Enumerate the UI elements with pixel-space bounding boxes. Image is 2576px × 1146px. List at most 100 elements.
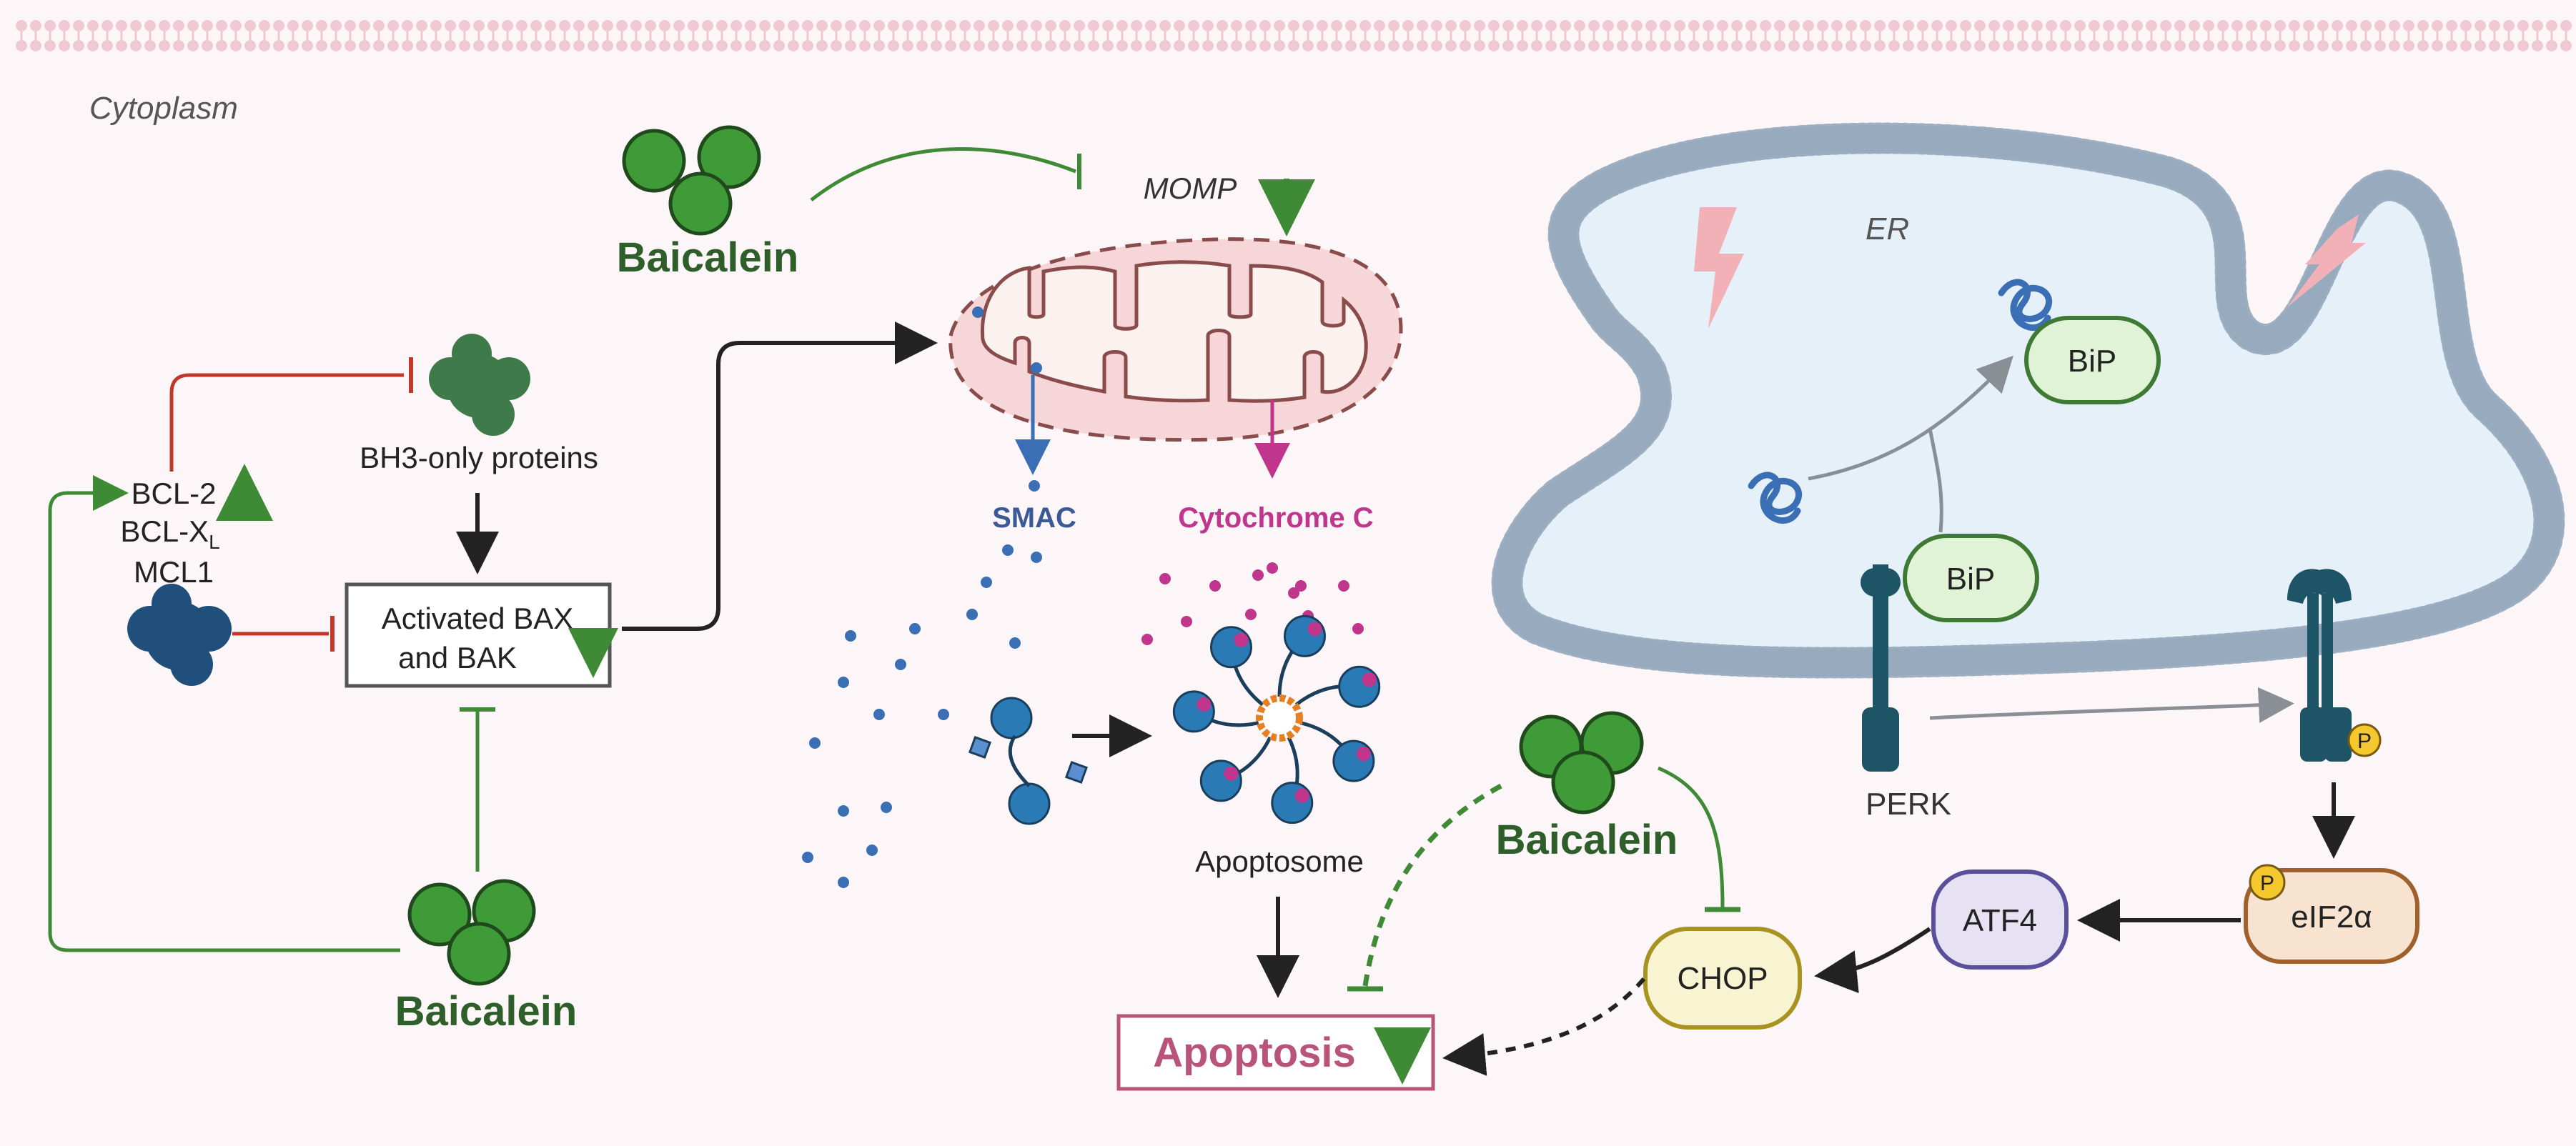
- bound-cytochrome: [1362, 672, 1377, 687]
- baicalein-molecule-top: [622, 125, 761, 236]
- apoptosome-label: Apoptosome: [1195, 844, 1364, 878]
- perk-to-dimer-arrow: [1929, 687, 2294, 723]
- eif2a-node: [2244, 868, 2419, 964]
- perk-receptor: [1861, 568, 1901, 597]
- bound-cytochrome: [1356, 747, 1371, 762]
- plasma-membrane: [14, 0, 2573, 71]
- phospho-label: P: [2357, 729, 2372, 753]
- bip-free-label: BiP: [2068, 344, 2116, 379]
- bcl2-inhibits-bh3: [169, 373, 404, 472]
- bound-cytochrome: [1294, 788, 1309, 803]
- bcl2-label: BCL-2: [131, 477, 216, 510]
- caspase-ring: [1256, 694, 1303, 742]
- cytochrome-particle: [1295, 580, 1307, 592]
- smac-particle: [966, 609, 978, 620]
- smac-particle: [1031, 552, 1042, 563]
- cytochrome-particle: [1288, 587, 1299, 599]
- bcl2-protein-icon: [127, 584, 232, 686]
- smac-particle: [909, 623, 921, 634]
- cytochrome-particle: [1159, 573, 1171, 584]
- bh3-protein-icon: [429, 334, 530, 436]
- smac-particle: [809, 737, 821, 749]
- atf4-to-chop-arrow: [1814, 927, 1931, 994]
- smac-particle: [1029, 480, 1040, 492]
- apoptosis-label: Apoptosis: [1153, 1030, 1356, 1076]
- atf4-node: [1931, 870, 2069, 970]
- apaf1-subunit: [1338, 665, 1381, 708]
- mitochondrion: [948, 237, 1403, 442]
- apaf1-subunit: [1271, 782, 1314, 824]
- apaf1-subunit: [1332, 739, 1375, 782]
- bax-line2: and BAK: [398, 641, 517, 674]
- smac-particle: [972, 307, 984, 318]
- bax-bak-box: [345, 582, 612, 688]
- mcl1-label: MCL1: [134, 555, 214, 589]
- apaf1-subunit: [1283, 614, 1326, 657]
- apaf1-subunit: [1199, 759, 1242, 802]
- atf4-label: ATF4: [1963, 903, 2037, 938]
- stress-bolt-icon: [1694, 207, 1744, 329]
- baicalein-inhibits-momp: [810, 147, 1076, 201]
- cytochrome-particle: [1245, 609, 1257, 620]
- chop-label: CHOP: [1677, 961, 1768, 996]
- bclxl-label: BCL-XL: [120, 514, 219, 553]
- apaf1-subunit: [1172, 690, 1215, 733]
- smac-particle: [838, 677, 849, 688]
- bip-free: [2024, 316, 2161, 404]
- phospho-badge-perk: [2347, 723, 2382, 757]
- cytoplasm-label: Cytoplasm: [89, 91, 238, 126]
- perk-receptor: [1862, 707, 1899, 772]
- cytochrome-c-label: Cytochrome C: [1178, 502, 1373, 534]
- cytochrome-particle: [1209, 580, 1221, 592]
- smac-particle: [981, 577, 992, 588]
- perk-receptor: [1873, 564, 1888, 707]
- momp-label: MOMP: [1144, 171, 1237, 205]
- bound-cytochrome: [1307, 622, 1322, 637]
- perk-label: PERK: [1866, 787, 1951, 822]
- cytochrome-particle: [1181, 616, 1192, 627]
- endoplasmic-reticulum: [1491, 122, 2565, 679]
- bip-bound: [1903, 534, 2039, 622]
- bound-cytochrome: [1224, 766, 1239, 781]
- baicalein-label-top: Baicalein: [617, 234, 799, 281]
- chop-node: [1643, 927, 1802, 1030]
- smac-particle: [895, 659, 906, 670]
- baicalein-molecule-right: [1519, 711, 1644, 814]
- smac-particle: [866, 844, 878, 856]
- smac-particle: [873, 709, 885, 720]
- smac-particle: [845, 630, 856, 642]
- smac-particle: [1031, 362, 1042, 374]
- bax-to-mito-arrow: [622, 322, 938, 631]
- chop-to-apoptosis-arrow: [1442, 977, 1646, 1076]
- baicalein-inhibits-chop: [1658, 766, 1725, 908]
- baicalein-label-left: Baicalein: [395, 988, 578, 1035]
- smac-particle: [938, 709, 949, 720]
- er-label: ER: [1866, 211, 1909, 246]
- protein-to-bip-arrow: [1808, 355, 2013, 481]
- smac-particle: [838, 877, 849, 888]
- bound-cytochrome: [1234, 632, 1249, 647]
- smac-particle: [802, 852, 813, 863]
- cytochrome-particle: [1267, 562, 1278, 574]
- apaf1-monomer-icon: [968, 697, 1089, 825]
- baicalein-inhibits-apoptosis-dashed: [1362, 783, 1502, 987]
- bound-cytochrome: [1197, 697, 1212, 712]
- bip-release-line: [1928, 428, 1943, 533]
- phospho-badge-eif2a: [2249, 864, 2286, 901]
- apoptosome-icon: [1172, 614, 1381, 824]
- baicalein-upregulates-bcl2: [48, 475, 400, 952]
- apaf1-subunit: [1209, 626, 1252, 669]
- perk-dimer: [2287, 569, 2352, 762]
- cytochrome-particle: [1252, 569, 1264, 581]
- bax-line1: Activated BAX: [382, 602, 573, 635]
- eif2a-label: eIF2α: [2291, 900, 2372, 935]
- smac-particle: [1009, 637, 1021, 649]
- bip-bound-label: BiP: [1946, 562, 1995, 597]
- cytochrome-particle: [1141, 634, 1153, 645]
- smac-particle: [838, 805, 849, 817]
- smac-particle: [881, 802, 892, 813]
- phospho-label: P: [2260, 872, 2274, 895]
- baicalein-label-right: Baicalein: [1496, 817, 1678, 863]
